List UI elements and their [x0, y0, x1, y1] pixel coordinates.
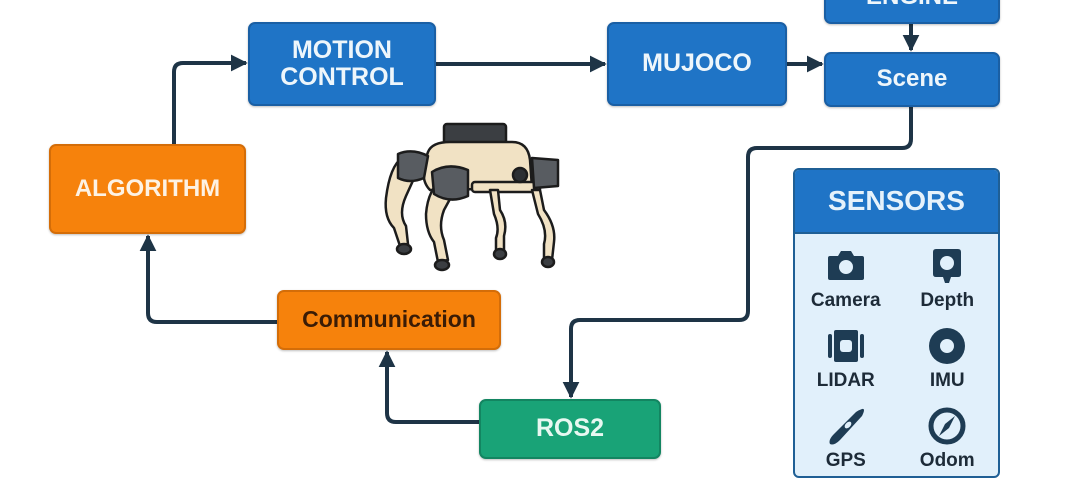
algorithm-label: ALGORITHM [74, 174, 221, 202]
robot-hip-rear-left [396, 150, 430, 183]
sensor-lidar[interactable]: LIDAR [795, 324, 897, 404]
robot-leg-front-right [530, 188, 556, 262]
robot-foot-rear-left [395, 242, 413, 256]
arrow-ros2-to-communication [378, 350, 479, 424]
sensor-camera-label: Camera [810, 290, 881, 311]
sensor-imu-label: IMU [929, 370, 965, 391]
arrow-scene-to-ros2 [562, 107, 913, 399]
algorithm-node[interactable]: ALGORITHM [49, 144, 246, 234]
arrow-algorithm-to-motion-control [172, 54, 248, 144]
sensor-grid: Camera Depth LIDAR IMU [795, 234, 999, 476]
imu-icon [929, 328, 966, 364]
sensors-title: SENSORS [828, 185, 965, 216]
motion-control-line1: MOTION [291, 35, 392, 64]
robot-foot-front-right [540, 255, 556, 269]
ros2-label: ROS2 [535, 414, 605, 443]
motion-control-label: MOTION CONTROL [280, 35, 404, 92]
mujoco-label: MUJOCO [642, 49, 752, 78]
sensor-lidar-label: LIDAR [816, 370, 875, 391]
lidar-icon [827, 330, 864, 362]
connector-layer [139, 24, 920, 424]
scene-node[interactable]: Scene [824, 52, 1000, 107]
communication-label: Communication [302, 306, 476, 333]
sensor-gps-label: GPS [825, 450, 866, 471]
sensors-panel: SENSORS Camera Depth LIDAR [793, 168, 1000, 478]
sensor-gps[interactable]: GPS [795, 404, 897, 476]
robot-front-shoulder [530, 156, 560, 190]
sensor-camera[interactable]: Camera [795, 244, 897, 324]
robot-eye-sensor [511, 166, 529, 184]
arrow-communication-to-algorithm [139, 234, 277, 324]
communication-node[interactable]: Communication [277, 290, 501, 350]
engine-node[interactable]: ENGINE [824, 0, 1000, 24]
mujoco-node[interactable]: MUJOCO [607, 22, 787, 106]
ros2-node[interactable]: ROS2 [479, 399, 661, 459]
sensor-odom[interactable]: Odom [897, 404, 999, 476]
motion-control-line2: CONTROL [280, 63, 404, 91]
robot-hip-rear-right [430, 165, 470, 201]
depth-camera-icon [933, 249, 962, 283]
robot-foot-rear-right [433, 258, 451, 272]
camera-icon [827, 251, 864, 280]
robot-belly [470, 180, 542, 194]
compass-icon [928, 407, 966, 445]
sensors-header: SENSORS [795, 170, 998, 234]
robot-leg-front-left [488, 188, 507, 254]
quadruped-robot-illustration [384, 122, 560, 272]
sensor-depth-label: Depth [920, 290, 975, 311]
engine-label: ENGINE [866, 0, 958, 10]
sensor-depth[interactable]: Depth [897, 244, 999, 324]
motion-control-node[interactable]: MOTION CONTROL [248, 22, 436, 106]
gps-icon [829, 408, 864, 445]
sensor-imu[interactable]: IMU [897, 324, 999, 404]
sensor-odom-label: Odom [919, 450, 975, 471]
scene-label: Scene [876, 65, 948, 93]
robot-foot-front-left [492, 247, 508, 261]
